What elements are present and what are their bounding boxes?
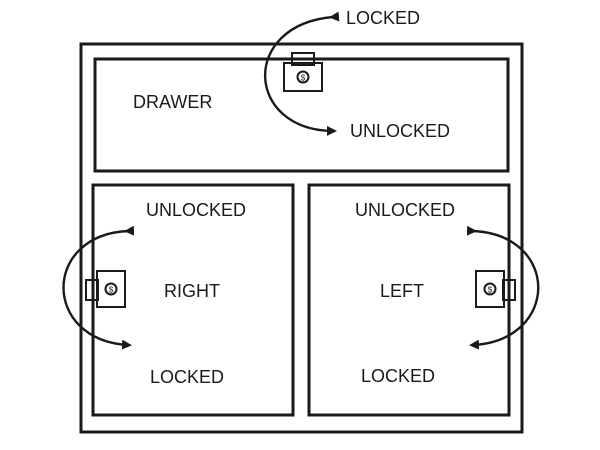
right-door-state-unlocked: UNLOCKED [146, 200, 246, 220]
svg-text:$: $ [109, 286, 114, 295]
right-door-label: RIGHT [164, 281, 220, 301]
right-door-state-locked: LOCKED [150, 367, 224, 387]
drawer-state-locked: LOCKED [346, 8, 420, 28]
drawer-lock-icon: $ [283, 52, 323, 92]
left-door-state-unlocked: UNLOCKED [355, 200, 455, 220]
drawer-panel [93, 57, 510, 173]
cabinet-outline [79, 42, 524, 434]
drawer-curved-arrow-icon [264, 11, 340, 136]
drawer-state-unlocked: UNLOCKED [350, 121, 450, 141]
svg-text:$: $ [301, 74, 306, 83]
left-door-state-locked: LOCKED [361, 366, 435, 386]
left-door-label: LEFT [380, 281, 424, 301]
drawer-label: DRAWER [133, 92, 212, 112]
left-door-curved-arrow-icon [466, 225, 540, 350]
right-door-curved-arrow-icon [62, 225, 135, 350]
svg-text:$: $ [488, 286, 493, 295]
